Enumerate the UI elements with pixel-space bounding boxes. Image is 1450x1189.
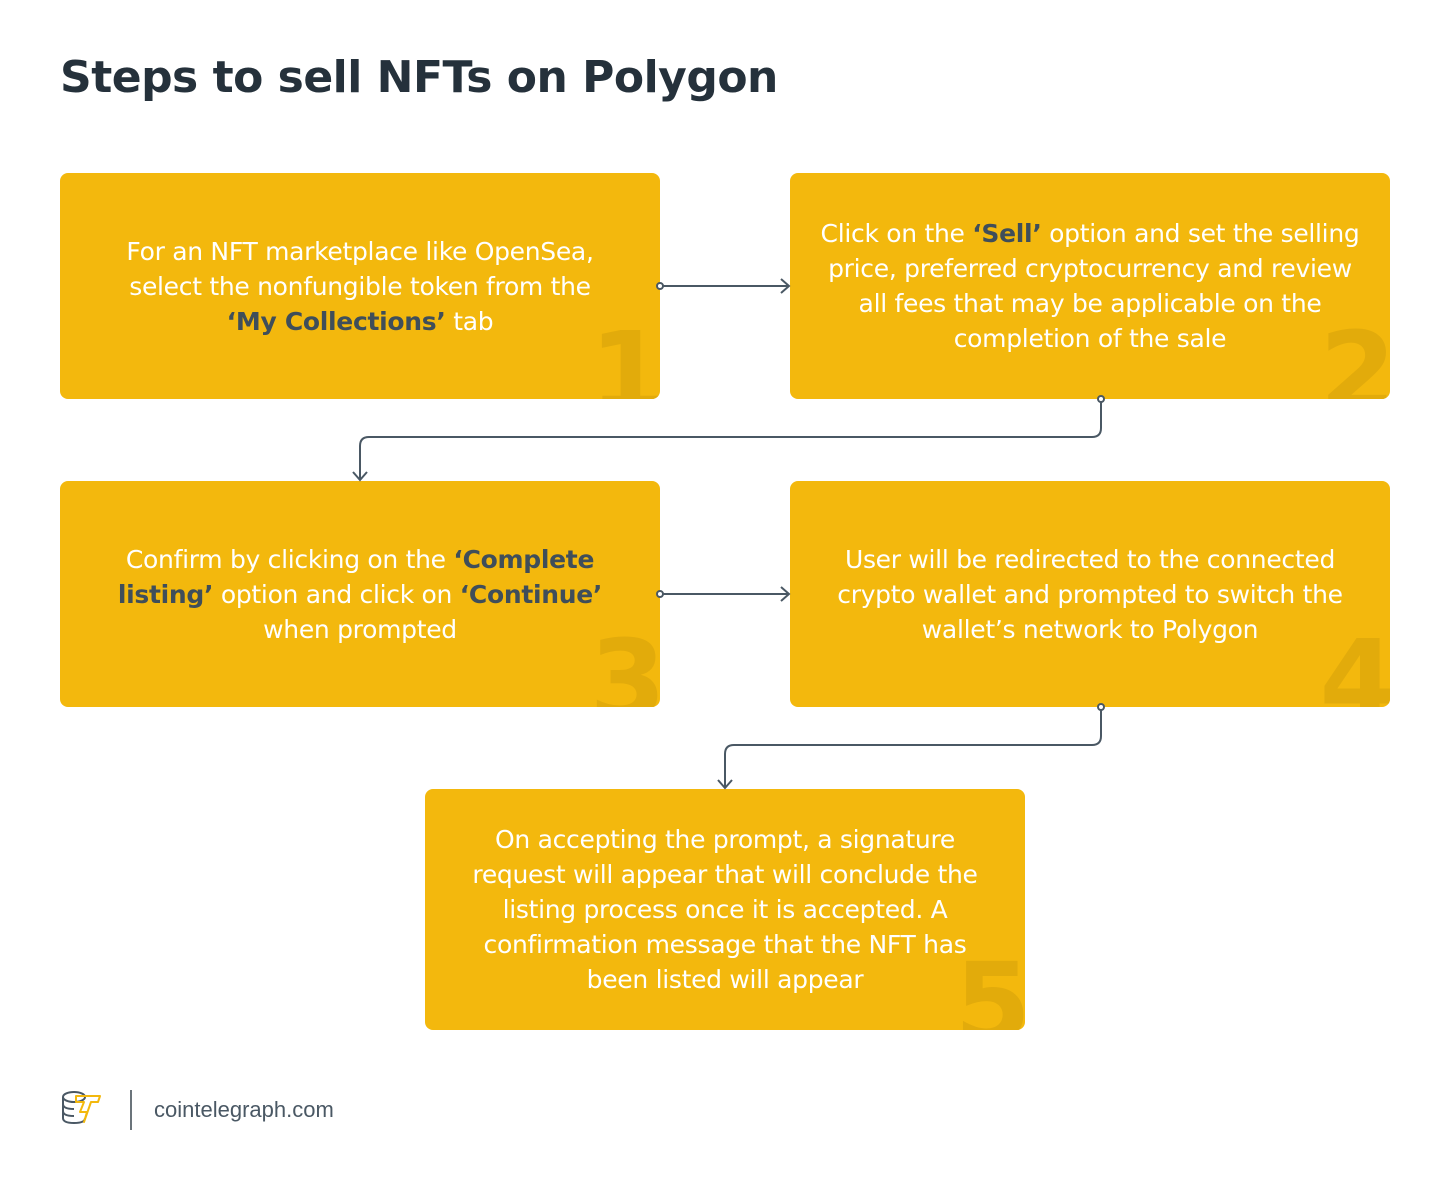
footer-divider: [130, 1090, 132, 1130]
step-text-segment: when prompted: [263, 614, 457, 644]
step-4-text: User will be redirected to the connected…: [820, 542, 1360, 647]
step-4-number: 4: [1319, 616, 1390, 707]
footer: cointelegraph.com: [60, 1088, 334, 1132]
step-text-segment: For an NFT marketplace like OpenSea, sel…: [126, 236, 594, 301]
arrow-step4-to-step5: [717, 703, 1105, 790]
arrow-step3-to-step4: [656, 586, 791, 602]
step-text-segment: option and click on: [213, 579, 460, 609]
step-3-box: Confirm by clicking on the ‘Complete lis…: [60, 481, 660, 707]
step-text-segment: User will be redirected to the connected…: [837, 544, 1343, 644]
step-text-segment: tab: [445, 306, 494, 336]
step-3-number: 3: [589, 616, 660, 707]
cointelegraph-logo-icon: [60, 1088, 104, 1132]
step-2-number: 2: [1319, 308, 1390, 399]
highlighted-term: ‘Sell’: [972, 219, 1042, 248]
step-text-segment: option and set the selling price, prefer…: [828, 219, 1360, 353]
highlighted-term: ‘My Collections’: [226, 306, 446, 336]
step-3-text: Confirm by clicking on the ‘Complete lis…: [100, 542, 620, 647]
step-1-box: For an NFT marketplace like OpenSea, sel…: [60, 173, 660, 399]
step-5-text: On accepting the prompt, a signature req…: [465, 822, 985, 997]
highlighted-term: ‘Complete listing’: [117, 544, 595, 609]
step-5-number: 5: [954, 939, 1025, 1030]
page-title: Steps to sell NFTs on Polygon: [60, 52, 778, 103]
step-text-segment: Confirm by clicking on the: [125, 544, 454, 574]
arrow-step1-to-step2: [656, 278, 791, 294]
step-text-segment: Click on the: [820, 219, 973, 248]
step-1-number: 1: [589, 308, 660, 399]
step-2-box: Click on the ‘Sell’ option and set the s…: [790, 173, 1390, 399]
arrow-step2-to-step3: [352, 395, 1105, 482]
highlighted-term: ‘Continue’: [459, 579, 603, 609]
site-name: cointelegraph.com: [154, 1097, 334, 1122]
step-text-segment: On accepting the prompt, a signature req…: [472, 825, 978, 994]
step-1-text: For an NFT marketplace like OpenSea, sel…: [120, 234, 600, 339]
step-5-box: On accepting the prompt, a signature req…: [425, 789, 1025, 1030]
step-4-box: User will be redirected to the connected…: [790, 481, 1390, 707]
step-2-text: Click on the ‘Sell’ option and set the s…: [815, 216, 1365, 356]
